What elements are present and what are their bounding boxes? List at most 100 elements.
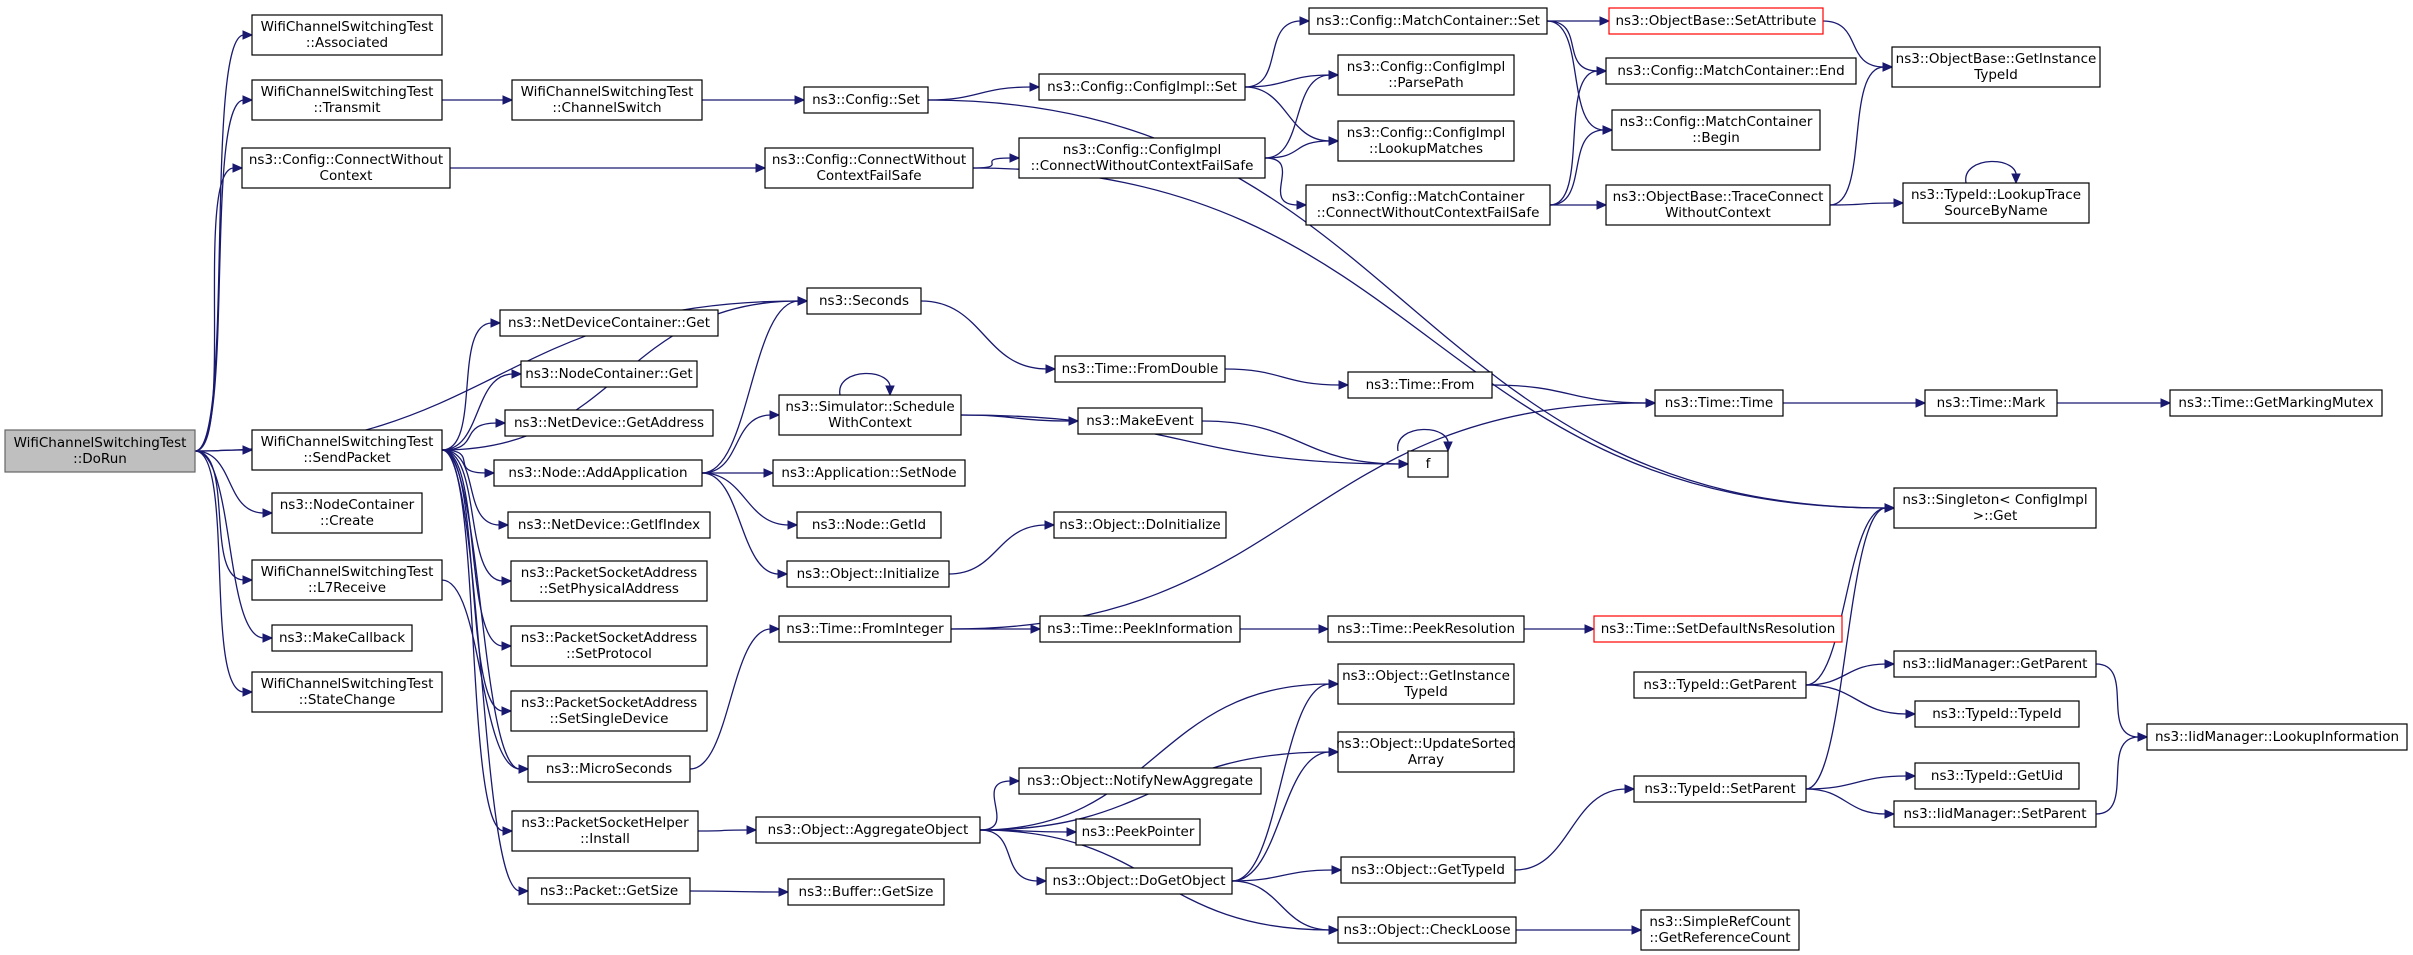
- node-transmit[interactable]: WifiChannelSwitchingTest::Transmit: [251, 79, 443, 121]
- node-box: [504, 409, 714, 437]
- node-do-run[interactable]: WifiChannelSwitchingTest::DoRun: [4, 429, 196, 473]
- node-label: ns3::Time::FromDouble: [1062, 361, 1219, 377]
- node-label: WifiChannelSwitchingTest: [261, 84, 434, 100]
- node-box: [1605, 57, 1857, 85]
- edges-layer: [194, 16, 2172, 935]
- node-conn-wcfs[interactable]: ns3::Config::ConnectWithoutContextFailSa…: [764, 147, 974, 189]
- node-label: WithoutContext: [1665, 205, 1771, 221]
- node-do-initialize[interactable]: ns3::Object::DoInitialize: [1053, 511, 1227, 539]
- node-time-from[interactable]: ns3::Time::From: [1347, 371, 1493, 399]
- node-time-mark[interactable]: ns3::Time::Mark: [1924, 389, 2058, 417]
- node-pshinstall[interactable]: ns3::PacketSocketHelper::Install: [511, 810, 699, 852]
- node-time-time[interactable]: ns3::Time::Time: [1654, 389, 1784, 417]
- node-ndcget[interactable]: ns3::NetDeviceContainer::Get: [499, 309, 719, 337]
- node-box: [510, 690, 708, 732]
- node-type-id-get-uid[interactable]: ns3::TypeId::GetUid: [1914, 762, 2080, 790]
- node-conn-wc[interactable]: ns3::Config::ConnectWithoutContext: [241, 147, 451, 189]
- node-label: ns3::NodeContainer::Get: [525, 366, 692, 382]
- node-f[interactable]: f: [1407, 450, 1449, 478]
- node-l7receive[interactable]: WifiChannelSwitchingTest::L7Receive: [251, 559, 443, 601]
- nodes-layer: WifiChannelSwitchingTest::DoRunWifiChann…: [4, 7, 2408, 951]
- node-box: [778, 615, 952, 643]
- node-box: [2146, 723, 2408, 751]
- node-seconds[interactable]: ns3::Seconds: [806, 287, 922, 315]
- node-make-event[interactable]: ns3::MakeEvent: [1077, 407, 1203, 435]
- node-lookup-information[interactable]: ns3::IidManager::LookupInformation: [2146, 723, 2408, 751]
- node-impl-set[interactable]: ns3::Config::ConfigImpl::Set: [1038, 73, 1246, 101]
- node-get-if-index[interactable]: ns3::NetDevice::GetIfIndex: [507, 511, 711, 539]
- node-send-packet[interactable]: WifiChannelSwitchingTest::SendPacket: [251, 429, 443, 471]
- node-channel-switch[interactable]: WifiChannelSwitchingTest::ChannelSwitch: [511, 79, 703, 121]
- node-set-phys-addr[interactable]: ns3::PacketSocketAddress::SetPhysicalAdd…: [510, 560, 708, 602]
- node-set-single-device[interactable]: ns3::PacketSocketAddress::SetSingleDevic…: [510, 690, 708, 732]
- node-peek-resolution[interactable]: ns3::Time::PeekResolution: [1327, 615, 1525, 643]
- node-mcconn-fs[interactable]: ns3::Config::MatchContainer::ConnectWith…: [1305, 184, 1551, 226]
- node-add-application[interactable]: ns3::Node::AddApplication: [493, 459, 703, 487]
- edge-type-id-get-parent-to-iid-get-parent: [1805, 659, 1896, 686]
- node-set-default-ns-res[interactable]: ns3::Time::SetDefaultNsResolution: [1593, 615, 1843, 643]
- node-label: ns3::TypeId::TypeId: [1932, 706, 2062, 722]
- node-mcbegin[interactable]: ns3::Config::MatchContainer::Begin: [1611, 109, 1821, 151]
- edge-add-application-to-seconds: [701, 296, 809, 474]
- node-node-get-id[interactable]: ns3::Node::GetId: [796, 511, 942, 539]
- node-peek-pointer[interactable]: ns3::PeekPointer: [1075, 818, 1201, 846]
- node-label: ns3::Time::Time: [1665, 395, 1773, 411]
- node-config-set[interactable]: ns3::Config::Set: [803, 86, 929, 114]
- node-obj-initialize[interactable]: ns3::Object::Initialize: [786, 560, 950, 588]
- node-label: ns3::IidManager::GetParent: [1903, 656, 2088, 672]
- node-buffer-get-size[interactable]: ns3::Buffer::GetSize: [787, 878, 945, 906]
- node-nccreate[interactable]: ns3::NodeContainer::Create: [271, 492, 423, 534]
- node-get-reference-count[interactable]: ns3::SimpleRefCount::GetReferenceCount: [1640, 909, 1800, 951]
- node-parse-path[interactable]: ns3::Config::ConfigImpl::ParsePath: [1337, 54, 1515, 96]
- node-set-protocol[interactable]: ns3::PacketSocketAddress::SetProtocol: [510, 625, 708, 667]
- node-do-get-object[interactable]: ns3::Object::DoGetObject: [1045, 867, 1233, 895]
- node-iid-get-parent[interactable]: ns3::IidManager::GetParent: [1893, 650, 2097, 678]
- node-trace-conn-wc[interactable]: ns3::ObjectBase::TraceConnectWithoutCont…: [1605, 184, 1831, 226]
- node-box: [1914, 700, 2080, 728]
- node-box: [1053, 511, 1227, 539]
- node-mcend[interactable]: ns3::Config::MatchContainer::End: [1605, 57, 1857, 85]
- node-label: ns3::Config::ConnectWithout: [249, 152, 443, 168]
- node-singleton-get[interactable]: ns3::Singleton< ConfigImpl >::Get: [1893, 487, 2097, 529]
- node-box: [1608, 7, 1824, 35]
- edge-do-get-object-to-obj-get-type-id: [1231, 865, 1343, 882]
- node-impl-conn-fs[interactable]: ns3::Config::ConfigImpl::ConnectWithoutC…: [1018, 137, 1266, 179]
- node-get-marking-mutex[interactable]: ns3::Time::GetMarkingMutex: [2169, 389, 2383, 417]
- node-type-id-type-id[interactable]: ns3::TypeId::TypeId: [1914, 700, 2080, 728]
- node-micro-seconds[interactable]: ns3::MicroSeconds: [527, 755, 691, 783]
- node-type-id-set-parent[interactable]: ns3::TypeId::SetParent: [1633, 775, 1807, 803]
- node-notify-new-aggregate[interactable]: ns3::Object::NotifyNewAggregate: [1018, 767, 1262, 795]
- node-packet-get-size[interactable]: ns3::Packet::GetSize: [527, 877, 691, 905]
- node-peek-information[interactable]: ns3::Time::PeekInformation: [1039, 615, 1241, 643]
- node-obset-attribute[interactable]: ns3::ObjectBase::SetAttribute: [1608, 7, 1824, 35]
- node-box: [510, 560, 708, 602]
- node-ncget[interactable]: ns3::NodeContainer::Get: [520, 360, 698, 388]
- node-state-change[interactable]: WifiChannelSwitchingTest::StateChange: [251, 671, 443, 713]
- node-mcset[interactable]: ns3::Config::MatchContainer::Set: [1308, 7, 1548, 35]
- node-iid-set-parent[interactable]: ns3::IidManager::SetParent: [1893, 800, 2097, 828]
- edge-add-application-to-app-set-node: [702, 468, 775, 478]
- node-app-set-node[interactable]: ns3::Application::SetNode: [772, 459, 966, 487]
- node-label: ns3::Time::PeekResolution: [1337, 621, 1515, 637]
- edge-aggregate-object-to-notify-new-aggregate: [979, 776, 1021, 831]
- node-associated[interactable]: WifiChannelSwitchingTest::Associated: [251, 14, 443, 56]
- node-lookup-matches[interactable]: ns3::Config::ConfigImpl::LookupMatches: [1337, 120, 1515, 162]
- node-check-loose[interactable]: ns3::Object::CheckLoose: [1337, 916, 1517, 944]
- node-box: [511, 810, 699, 852]
- node-ndget-address[interactable]: ns3::NetDevice::GetAddress: [504, 409, 714, 437]
- node-box: [271, 624, 413, 652]
- node-type-id-get-parent[interactable]: ns3::TypeId::GetParent: [1633, 671, 1807, 699]
- edge-mcconn-fs-to-trace-conn-wc: [1550, 200, 1608, 210]
- node-aggregate-object[interactable]: ns3::Object::AggregateObject: [755, 816, 981, 844]
- edge-conn-wc-to-conn-wcfs: [450, 163, 767, 173]
- node-obj-get-type-id[interactable]: ns3::Object::GetTypeId: [1340, 856, 1516, 884]
- edge-time-mark-to-get-marking-mutex: [2057, 398, 2172, 408]
- node-make-callback[interactable]: ns3::MakeCallback: [271, 624, 413, 652]
- node-time-from-integer[interactable]: ns3::Time::FromInteger: [778, 615, 952, 643]
- node-from-double[interactable]: ns3::Time::FromDouble: [1054, 355, 1226, 383]
